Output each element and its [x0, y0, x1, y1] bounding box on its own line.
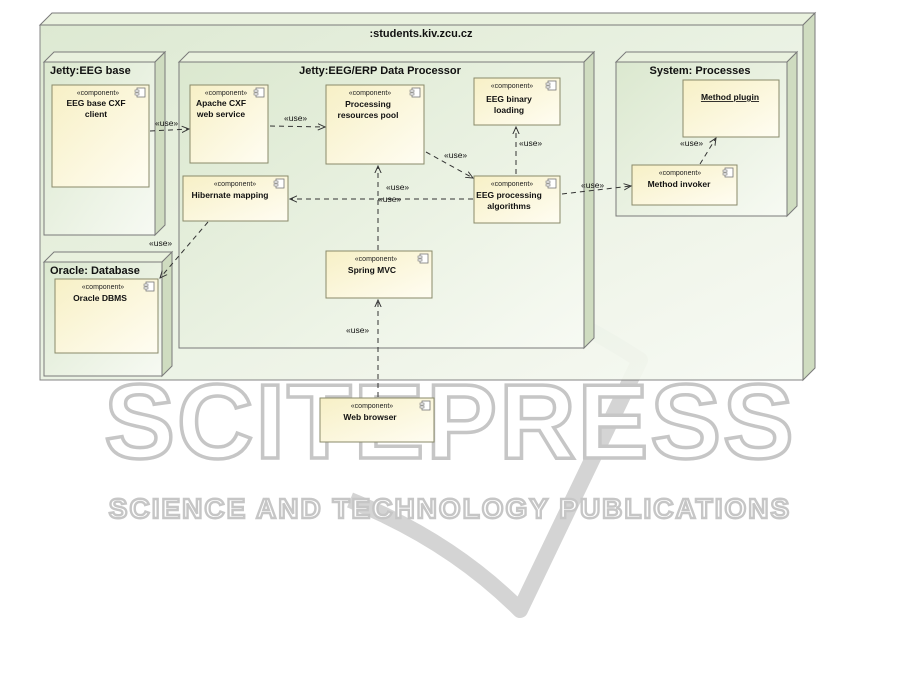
dependencies: [149, 126, 716, 397]
component-name-line1: Apache CXF: [196, 98, 246, 108]
dependency-cxf-to-pool: [269, 126, 325, 127]
component-icon: [253, 87, 265, 98]
component-processing-algorithms[interactable]: «component» EEG processing algorithms: [473, 175, 561, 224]
component-name-line1: Processing: [345, 99, 391, 109]
use-label: «use»: [519, 138, 542, 148]
component-resources-pool[interactable]: «component» Processing resources pool: [325, 84, 425, 165]
component-icon: [143, 281, 155, 292]
component-icon: [409, 87, 421, 98]
dependency-hibernate-to-oracle: [160, 221, 209, 278]
watermark-brand: SCITEPRESS: [104, 363, 796, 481]
component-stereotype: «component»: [214, 181, 257, 188]
component-stereotype: «component»: [349, 90, 392, 97]
component-apache-cxf[interactable]: «component» Apache CXF web service: [189, 84, 269, 164]
component-stereotype: «component»: [491, 83, 534, 90]
component-stereotype: «component»: [351, 403, 394, 410]
node-eeg-base-title: Jetty:EEG base: [50, 65, 131, 77]
use-label: «use»: [284, 113, 307, 123]
component-name-line1: Method invoker: [648, 179, 712, 189]
component-icon: [419, 400, 431, 411]
component-icon: [273, 178, 285, 189]
component-name-line1: Spring MVC: [348, 265, 396, 275]
use-label: «use»: [149, 238, 172, 248]
component-name-line2: web service: [196, 109, 245, 119]
component-icon: [545, 80, 557, 91]
dependency-algorithms-to-invoker: [561, 186, 631, 195]
component-name-line2: loading: [494, 105, 524, 115]
watermark: SCITEPRESS SCIENCE AND TECHNOLOGY PUBLIC…: [102, 246, 796, 618]
use-labels: «use» «use» «use» «use» «use» «use» «use…: [149, 113, 703, 335]
component-name-line1: Hibernate mapping: [192, 190, 269, 200]
watermark-tagline: SCIENCE AND TECHNOLOGY PUBLICATIONS: [109, 493, 791, 524]
component-name-line1: EEG processing: [476, 190, 542, 200]
node-server-title: :students.kiv.zcu.cz: [369, 28, 473, 40]
use-label: «use»: [155, 118, 178, 128]
component-hibernate-mapping[interactable]: «component» Hibernate mapping: [182, 175, 289, 222]
component-spring-mvc[interactable]: «component» Spring MVC: [325, 250, 433, 299]
component-name-line1: Web browser: [343, 412, 397, 422]
component-method-plugin[interactable]: Method plugin: [682, 79, 780, 138]
use-label: «use»: [378, 194, 401, 204]
use-label: «use»: [680, 138, 703, 148]
component-stereotype: «component»: [205, 90, 248, 97]
node-processor-title: Jetty:EEG/ERP Data Processor: [299, 65, 462, 77]
component-name-line1: EEG base CXF: [66, 98, 125, 108]
component-binary-loading[interactable]: «component» EEG binary loading: [473, 77, 561, 126]
component-name-line2: resources pool: [338, 110, 399, 120]
component-icon: [134, 87, 146, 98]
node-database-title: Oracle: Database: [50, 265, 140, 277]
use-label: «use»: [444, 150, 467, 160]
dependency-client-to-cxf: [149, 129, 189, 131]
component-name-line1: EEG binary: [486, 94, 532, 104]
component-name-line2: client: [85, 109, 107, 119]
use-label: «use»: [346, 325, 369, 335]
component-stereotype: «component»: [491, 181, 534, 188]
use-label: «use»: [386, 182, 409, 192]
component-oracle-dbms[interactable]: «component» Oracle DBMS: [54, 278, 159, 354]
component-icon: [722, 167, 734, 178]
component-icon: [545, 178, 557, 189]
component-icon: [417, 253, 429, 264]
component-method-invoker[interactable]: «component» Method invoker: [631, 164, 738, 206]
component-stereotype: «component»: [355, 256, 398, 263]
component-web-browser[interactable]: «component» Web browser: [319, 397, 435, 443]
node-processes-title: System: Processes: [650, 65, 751, 77]
component-name-line1: Method plugin: [701, 92, 759, 102]
component-stereotype: «component»: [82, 284, 125, 291]
component-name-line1: Oracle DBMS: [73, 293, 127, 303]
use-label: «use»: [581, 180, 604, 190]
component-cxf-client[interactable]: «component» EEG base CXF client: [51, 84, 150, 188]
component-stereotype: «component»: [77, 90, 120, 97]
component-stereotype: «component»: [659, 170, 702, 177]
component-name-line2: algorithms: [487, 201, 531, 211]
